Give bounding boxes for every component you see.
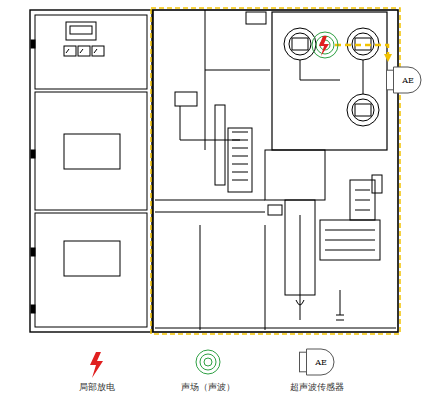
front-panel bbox=[30, 10, 152, 332]
sensor-label: AE bbox=[394, 66, 422, 94]
ultrasonic-sensor: AE bbox=[299, 348, 335, 376]
legend-sound-icon bbox=[196, 350, 220, 374]
legend-discharge-icon bbox=[90, 352, 103, 378]
wave-arrow bbox=[335, 45, 388, 60]
legend-text: 局部放电 bbox=[79, 381, 115, 394]
sound-field bbox=[312, 32, 338, 58]
sensor-label: AE bbox=[307, 348, 335, 376]
acoustic-path bbox=[151, 8, 400, 334]
side-view bbox=[153, 10, 398, 332]
legend-text: 超声波传感器 bbox=[290, 381, 344, 394]
discharge-symbol bbox=[319, 36, 329, 56]
ultrasonic-sensor: AE bbox=[386, 66, 422, 94]
legend-text: 声场（声波） bbox=[181, 381, 235, 394]
